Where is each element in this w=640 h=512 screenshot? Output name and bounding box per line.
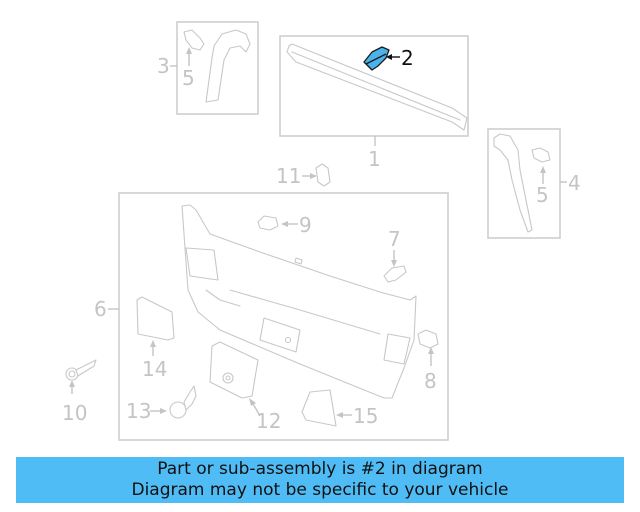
callout-14: 14 [142,357,167,381]
fastener-13-icon [169,401,187,419]
callout-2[interactable]: 2 [401,46,414,70]
banner-line-disclaimer: Diagram may not be specific to your vehi… [131,480,509,500]
weatherstrip-icon [286,43,468,131]
pillar-trim-left-icon [205,29,251,103]
liftgate-trim-panel-icon [181,204,417,399]
liftgate-trim-group: 6 9 7 8 14 12 [94,192,449,441]
weatherstrip-group: 2 1 [279,35,469,171]
callout-8: 8 [424,369,437,393]
cover-15-icon [301,389,337,427]
part-11: 11 [276,163,331,188]
pillar-trim-right-group: 5 4 [487,128,581,239]
callout-5-right: 5 [536,183,549,207]
handle-12-icon [209,341,259,399]
clip-8-icon [417,329,439,349]
callout-13: 13 [126,399,151,423]
part-10: 10 [62,359,97,425]
info-banner: Part or sub-assembly is #2 in diagram Di… [16,457,624,503]
pillar-trim-left-group: 5 3 [157,21,259,115]
pillar-trim-right-icon [493,133,533,233]
callout-1: 1 [368,147,381,171]
callout-7: 7 [388,227,401,251]
callout-4: 4 [568,171,581,195]
callout-5: 5 [182,66,195,90]
clip-9-icon [257,215,279,231]
clip-11-icon [315,163,331,187]
callout-3: 3 [157,54,170,78]
callout-15: 15 [353,404,378,428]
group-frame-6 [118,192,449,441]
clip-5-right-icon [531,147,551,163]
callout-11: 11 [276,164,301,188]
group-frame-1 [279,35,469,137]
callout-12: 12 [256,409,281,433]
clip-5-left-icon [183,29,205,51]
callout-9: 9 [299,213,312,237]
group-frame-4 [487,128,561,239]
parts-diagram: 5 3 2 1 5 4 11 6 [62,21,581,441]
callout-6: 6 [94,297,107,321]
clip-7-icon [383,265,407,283]
cover-14-icon [136,296,175,341]
banner-line-part: Part or sub-assembly is #2 in diagram [157,459,483,479]
group-frame-3 [176,21,259,115]
callout-10: 10 [62,401,87,425]
